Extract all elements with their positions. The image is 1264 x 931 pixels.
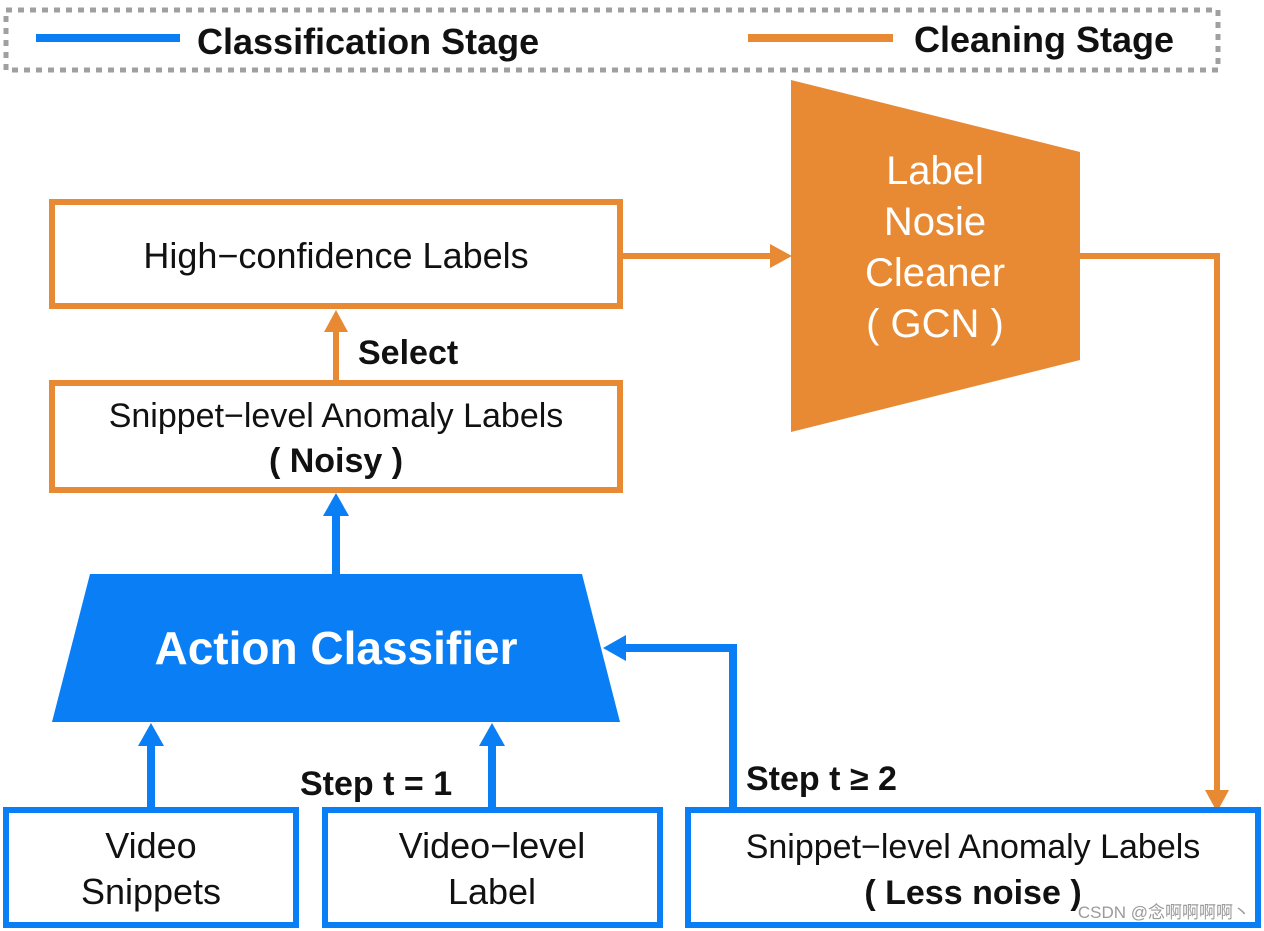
arrowhead-video-snippets (138, 723, 164, 746)
high-confidence-labels-text: High−confidence Labels (143, 235, 528, 276)
video-label-line1: Video−level (399, 825, 586, 866)
label-noise-cleaner (791, 80, 1080, 432)
cleaner-line4: ( GCN ) (866, 302, 1004, 346)
action-classifier-text: Action Classifier (155, 622, 518, 674)
arrowhead-video-label (479, 723, 505, 746)
arrow-less-noise-to-classifier (624, 644, 737, 808)
snippet-noisy-line1: Snippet−level Anomaly Labels (109, 397, 564, 435)
high-confidence-labels-box (49, 199, 623, 309)
legend-classification-label: Classification Stage (197, 21, 539, 62)
arrowhead-into-noisy (323, 493, 349, 516)
cleaner-line2: Nosie (884, 200, 986, 244)
snippet-less-line1: Snippet−level Anomaly Labels (746, 828, 1201, 866)
snippet-less-line2: ( Less noise ) (864, 874, 1081, 912)
arrowhead-into-less-noise (1205, 790, 1229, 812)
snippet-noisy-line2: ( Noisy ) (269, 442, 403, 480)
action-classifier (52, 574, 620, 722)
select-label: Select (358, 334, 458, 372)
cleaner-line3: Cleaner (865, 251, 1005, 295)
arrowhead-less-noise (603, 635, 626, 661)
snippet-labels-noisy-box (49, 380, 623, 493)
video-snippets-line1: Video (105, 825, 196, 866)
cleaner-line1: Label (886, 149, 984, 193)
legend-box (3, 7, 1221, 73)
arrowhead-into-cleaner (770, 244, 792, 268)
arrow-cleaner-to-less-noise (1080, 253, 1220, 792)
legend-cleaning-label: Cleaning Stage (914, 19, 1174, 60)
video-level-label-box (322, 807, 663, 928)
video-snippets-line2: Snippets (81, 871, 221, 912)
step2-label: Step t ≥ 2 (746, 760, 897, 798)
step1-label: Step t = 1 (300, 765, 452, 803)
arrowhead-select (324, 310, 348, 332)
watermark: CSDN @念啊啊啊啊丶 (1078, 902, 1250, 922)
video-label-line2: Label (448, 871, 536, 912)
snippet-labels-less-noise-box (685, 807, 1261, 928)
video-snippets-box (3, 807, 299, 928)
